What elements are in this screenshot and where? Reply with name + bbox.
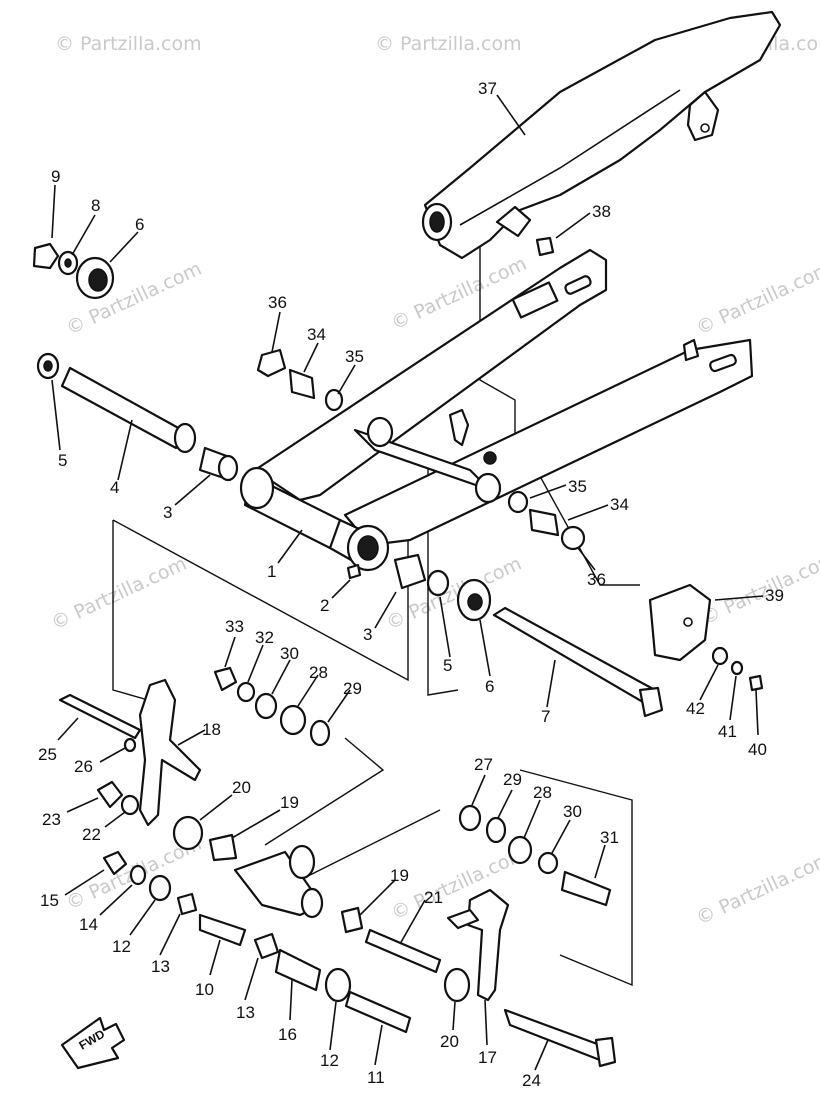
callout-label: 38 — [592, 202, 611, 221]
callout-label: 5 — [58, 451, 67, 470]
callout-label: 26 — [74, 757, 93, 776]
chain-case — [421, 10, 782, 260]
linkage-parts — [58, 666, 617, 1068]
callout-label: 37 — [478, 79, 497, 98]
callout-label: 34 — [307, 325, 326, 344]
callout-label: 19 — [390, 866, 409, 885]
callout-label: 11 — [367, 1068, 385, 1087]
callout-label: 9 — [51, 167, 60, 186]
callout-label: 7 — [541, 707, 550, 726]
forward-arrow-icon: FWD — [60, 1016, 126, 1070]
callout-label: 21 — [424, 888, 443, 907]
callout-label: 14 — [79, 915, 98, 934]
callout-label: 13 — [236, 1003, 255, 1022]
callout-label: 25 — [38, 745, 57, 764]
callout-label: 10 — [195, 980, 214, 999]
callout-label: 32 — [255, 628, 274, 647]
callout-label: 23 — [42, 810, 61, 829]
callout-label: 3 — [363, 625, 372, 644]
callout-label: 19 — [280, 793, 299, 812]
callout-label: 36 — [268, 293, 287, 312]
watermark-text: © Partzilla.com — [693, 258, 820, 340]
watermark-text: © Partzilla.com — [698, 548, 820, 630]
callout-label: 5 — [443, 656, 452, 675]
callout-label: 22 — [82, 825, 101, 844]
callout-label: 1 — [267, 562, 276, 581]
callout-label: 31 — [600, 828, 619, 847]
callout-label: 30 — [563, 802, 582, 821]
callout-label: 20 — [440, 1032, 459, 1051]
callout-label: 12 — [112, 937, 131, 956]
callout-label: 33 — [225, 617, 244, 636]
callout-label: 42 — [686, 699, 705, 718]
callout-label: 39 — [765, 586, 784, 605]
callout-label: 4 — [110, 478, 119, 497]
callout-label: 12 — [320, 1051, 339, 1070]
callout-label: 15 — [40, 891, 59, 910]
callout-label: 28 — [533, 783, 552, 802]
callout-label: 20 — [232, 778, 251, 797]
leader-lines — [51, 94, 764, 1071]
swingarm — [239, 248, 754, 572]
callout-label: 41 — [718, 722, 737, 741]
callout-label: 27 — [474, 755, 493, 774]
callout-label: 8 — [91, 196, 100, 215]
group-outlines — [112, 215, 640, 987]
callout-label: 6 — [485, 677, 494, 696]
callout-label: 16 — [278, 1025, 297, 1044]
callout-label: 2 — [320, 596, 329, 615]
pivot-parts — [32, 236, 664, 718]
callout-label: 30 — [280, 644, 299, 663]
callout-label: 6 — [135, 215, 144, 234]
callout-label: 36 — [587, 570, 606, 589]
callout-label: 29 — [343, 679, 362, 698]
callout-label: 35 — [345, 347, 364, 366]
watermark-text: © Partzilla.com — [48, 553, 190, 635]
bracket-parts — [648, 583, 764, 692]
callout-labels: 9 8 6 5 4 3 37 38 36 34 35 35 34 36 1 2 … — [38, 79, 784, 1090]
callout-label: 34 — [610, 495, 629, 514]
callout-label: 18 — [202, 720, 221, 739]
callout-label: 13 — [151, 957, 170, 976]
watermark-text: © Partzilla.com — [55, 33, 202, 55]
callout-label: 24 — [522, 1071, 541, 1090]
watermark-text: © Partzilla.com — [693, 848, 820, 930]
callout-label: 40 — [748, 740, 767, 759]
callout-label: 3 — [163, 503, 172, 522]
watermark-text: © Partzilla.com — [375, 33, 522, 55]
callout-label: 29 — [503, 770, 522, 789]
callout-label: 35 — [568, 477, 587, 496]
callout-label: 28 — [309, 663, 328, 682]
callout-label: 17 — [478, 1048, 497, 1067]
